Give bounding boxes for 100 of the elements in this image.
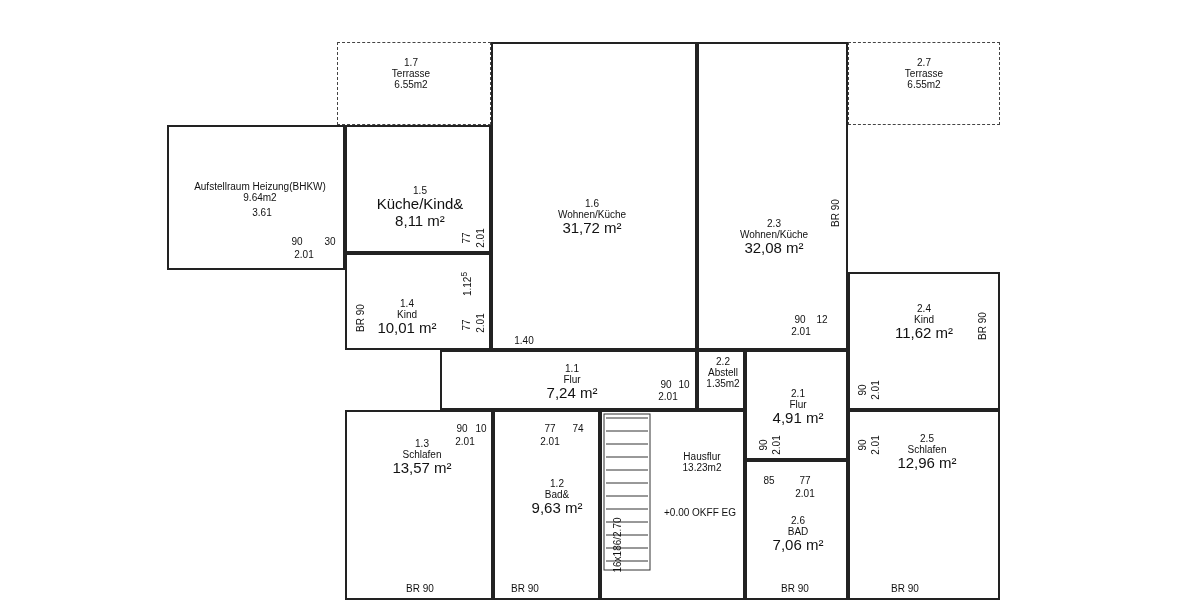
room-area: 9.64m2 (194, 192, 326, 203)
room-number: 1.6 (584, 197, 600, 209)
room-area: 4,91 m² (772, 409, 824, 427)
dimension-label: 74 (572, 422, 584, 434)
room-area: 1.35m2 (706, 377, 740, 389)
window-label: BR 90 (406, 582, 434, 594)
room-name: Wohnen/Küche (739, 228, 809, 240)
room-number: 1.3 (414, 437, 430, 449)
dimension-label: 2.01 (869, 380, 881, 400)
room-area: 10,01 m² (377, 319, 437, 337)
window-label: BR 90 (891, 582, 919, 594)
room-area: 12,96 m² (897, 454, 957, 472)
dimension-label: 90 (456, 422, 468, 434)
room (600, 410, 745, 600)
room-number: 1.5 (412, 185, 428, 196)
room-area: 11,62 m² (894, 324, 954, 342)
level-label: +0.00 OKFF EG (664, 506, 736, 518)
room-name: Hausflur (682, 451, 722, 462)
room-name: Schlafen (906, 443, 948, 455)
room (848, 410, 1000, 600)
room-name: BAD (786, 525, 810, 537)
room-number: 1.4 (399, 297, 415, 309)
room-area: 13,57 m² (392, 459, 452, 477)
window-label: BR 90 (511, 582, 539, 594)
room (491, 42, 697, 350)
room-area: 32,08 m² (739, 239, 809, 257)
room (697, 42, 848, 350)
room (493, 410, 600, 600)
terrace-area (337, 42, 491, 125)
dimension-label: 2.01 (658, 390, 678, 402)
room-name: Schlafen (401, 448, 443, 460)
room-name: Wohnen/Küche (557, 208, 627, 220)
room (345, 253, 491, 350)
dimension-label: 90 (757, 439, 769, 451)
room (345, 125, 491, 253)
window-label: BR 90 (829, 199, 841, 227)
dimension-label: 77 (799, 474, 811, 486)
room-number: 2.6 (790, 514, 806, 526)
room (848, 272, 1000, 410)
dimension-label: 77 (544, 422, 556, 434)
room (167, 125, 345, 270)
room-name: Terrasse (391, 67, 431, 79)
room-number: 2.7 (916, 56, 932, 68)
dimension-label: 10 (678, 378, 690, 390)
room (745, 350, 848, 460)
room-number: 2.4 (916, 302, 932, 314)
dimension-label: 2.01 (540, 435, 560, 447)
room-name: Kind (913, 313, 935, 325)
room-name: Aufstellraum Heizung(BHKW) (194, 181, 326, 192)
stair-dimension-label: 16x186/2.70 (611, 517, 623, 573)
dimension-label: 90 (660, 378, 672, 390)
dimension-label: 90 (856, 384, 868, 396)
dimension-label: 77 (460, 232, 472, 244)
dimension-label: 2.01 (455, 435, 475, 447)
dimension-label: 2.01 (795, 487, 815, 499)
room-name: Flur (562, 373, 582, 385)
dimension-label: 2.01 (474, 228, 486, 248)
window-label: BR 90 (976, 312, 988, 340)
dimension-label: 2.01 (791, 325, 811, 337)
dimension-label: 90 (856, 439, 868, 451)
terrace-area (848, 42, 1000, 125)
dimension-label: 3.61 (252, 206, 272, 218)
room (697, 350, 745, 410)
room-name: Abstell (707, 366, 739, 378)
dimension-label: 85 (763, 474, 775, 486)
room-name: Bad& (543, 488, 571, 500)
dimension-label: 90 (794, 313, 806, 325)
room-number: 2.5 (919, 432, 935, 444)
dimension-label: 12 (816, 313, 828, 325)
dimension-label: 1.40 (514, 334, 534, 346)
room-number: 1.7 (403, 56, 419, 68)
room-name: Kind (396, 308, 418, 320)
dimension-label: 10 (475, 422, 487, 434)
dimension-label: 2.01 (770, 435, 782, 455)
window-label: BR 90 (354, 304, 366, 332)
room (440, 350, 697, 410)
dimension-label: 2.01 (474, 313, 486, 333)
room-name: Küche/Kind& (376, 196, 464, 213)
dimension-label: 90 (291, 235, 303, 247)
room-area: 9,63 m² (531, 499, 583, 517)
room-area: 6.55m2 (391, 78, 431, 90)
room-number: 1.2 (549, 477, 565, 489)
room-number: 2.2 (715, 355, 731, 367)
room-area: 13.23m2 (682, 462, 722, 473)
room-area: 6.55m2 (904, 78, 944, 90)
room-area: 7,06 m² (772, 536, 824, 554)
room (745, 460, 848, 600)
room-number: 2.1 (790, 387, 806, 399)
room-number: 1.1 (564, 362, 580, 374)
dimension-label: 2.01 (869, 435, 881, 455)
dimension-label: 2.01 (294, 248, 314, 260)
room-number: 2.3 (766, 217, 782, 229)
dimension-label: 30 (324, 235, 336, 247)
room-name: Terrasse (904, 67, 944, 79)
room (345, 410, 493, 600)
room-area: 31,72 m² (557, 219, 627, 237)
room-area: 8,11 m² (376, 212, 464, 229)
dimension-label: 77 (460, 319, 472, 331)
room-name: Flur (788, 398, 808, 410)
room-area: 7,24 m² (546, 384, 598, 402)
